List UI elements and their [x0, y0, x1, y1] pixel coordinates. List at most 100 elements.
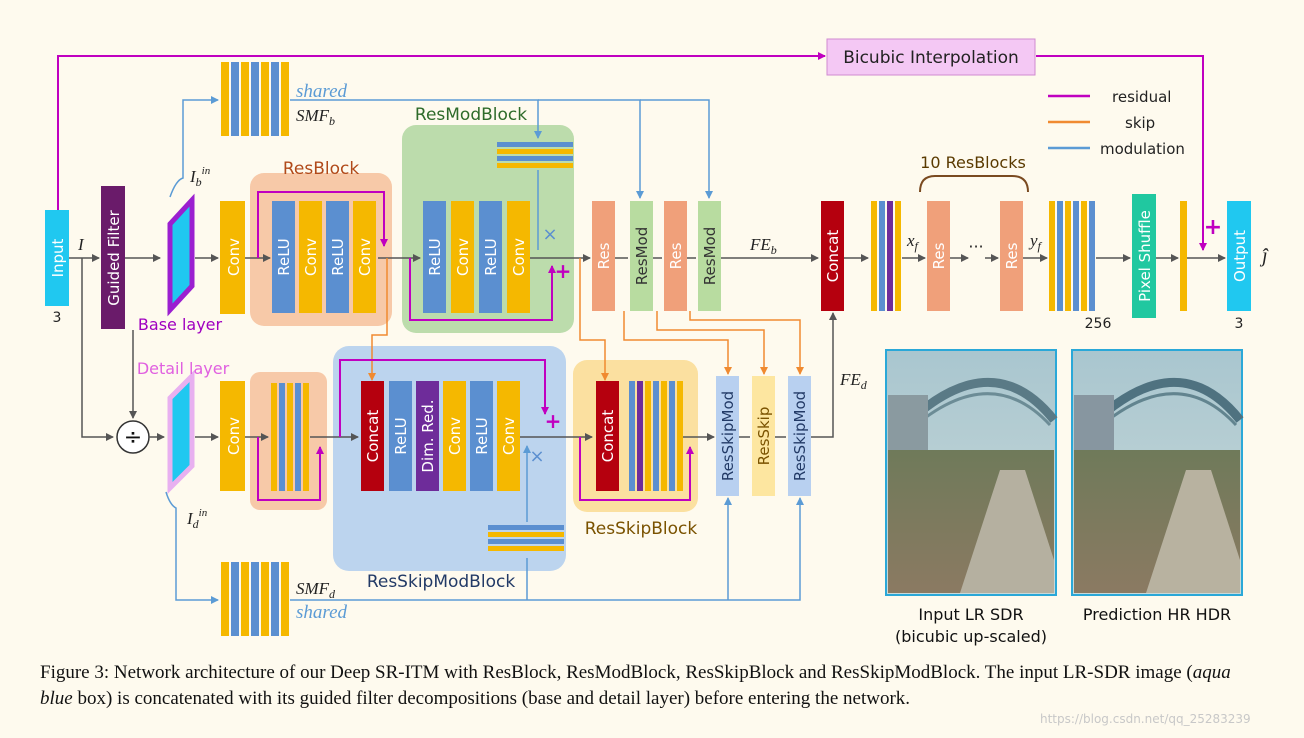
rsm-conv-1-label: Conv [446, 417, 464, 455]
res-1-label: Res [595, 242, 613, 269]
img1-caption-1: Input LR SDR [918, 605, 1023, 624]
resskipblock-title: ResSkipBlock [585, 519, 698, 539]
resmod-1 [630, 201, 653, 311]
img2-caption: Prediction HR HDR [1083, 605, 1231, 624]
rsm-conv-2-label: Conv [500, 417, 518, 455]
caption-emph: aqua blue [40, 662, 1231, 709]
resmod-conv-2 [507, 201, 530, 313]
res-2 [664, 201, 687, 311]
output-box [1227, 201, 1251, 311]
rsm-concat-label: Concat [364, 410, 382, 463]
rsm-relu-1-label: ReLU [392, 417, 410, 455]
img1-caption-2: (bicubic up-scaled) [895, 627, 1047, 646]
architecture-diagram: ResBlock ResModBlock ResSkipBlock ResSki… [45, 38, 1269, 646]
residual-line-output [1036, 55, 1207, 251]
resmod-relu-1-label: ReLU [426, 238, 444, 276]
resblock-conv-2-label: Conv [356, 238, 374, 276]
resmodblock-title: ResModBlock [415, 105, 527, 125]
figure-caption: Figure 3: Network architecture of our De… [40, 660, 1265, 712]
resskip-1-label: ResSkip [755, 407, 773, 466]
resmod-2-label: ResMod [701, 227, 719, 285]
res-f-2-label: Res [1003, 242, 1021, 269]
smf-d-label: SMFd [296, 579, 336, 601]
resmod-relu-1 [423, 201, 446, 313]
legend-residual: residual [1112, 88, 1171, 106]
rsm-relu-1 [389, 381, 412, 491]
id-in-label: Idin [186, 507, 208, 531]
resblock-conv-2 [353, 201, 376, 313]
dim-256: 256 [1085, 316, 1112, 332]
guided-filter-label: Guided Filter [105, 209, 123, 305]
xf-label: xf [906, 231, 920, 253]
res-f-1-label: Res [930, 242, 948, 269]
rsb-stack [629, 381, 683, 491]
input-label: Input [49, 238, 67, 277]
concat-top [821, 201, 844, 311]
prediction-hr-hdr-image [1071, 349, 1244, 596]
res-f-2 [1000, 201, 1023, 311]
rsm-relu-2 [470, 381, 493, 491]
divide-symbol: ÷ [124, 425, 142, 450]
rsm-times: × [529, 446, 544, 467]
res-2-label: Res [667, 242, 685, 269]
watermark: https://blog.csdn.net/qq_25283239 [1040, 712, 1251, 726]
resmod-conv-1-label: Conv [454, 238, 472, 276]
rsm-dimred-label: Dim. Red. [419, 399, 437, 472]
output-plus: + [1204, 215, 1222, 240]
smf-d-stack [221, 562, 289, 636]
I-label: I [77, 235, 85, 254]
pixel-shuffle-label: Pixel Shuffle [1136, 210, 1154, 302]
bicubic-box [826, 38, 1036, 76]
res-1 [592, 201, 615, 311]
post-concat-stack [871, 201, 901, 311]
smf-b-stack [221, 62, 289, 136]
rsm-conv-2 [497, 381, 520, 491]
resskipmod-1 [716, 376, 739, 496]
jhat-label: ĵ [1259, 245, 1269, 267]
fe-b-label: FEb [749, 235, 777, 257]
upsample-stack [1049, 201, 1095, 311]
conv-top-label: Conv [225, 238, 243, 276]
smf-b-label: SMFb [296, 106, 335, 128]
conv-top [220, 201, 245, 314]
resmod-relu-2 [479, 201, 502, 313]
legend-skip: skip [1125, 114, 1155, 132]
rsm-dimred [416, 381, 439, 491]
resblock-relu-1-label: ReLU [275, 238, 293, 276]
resmod-conv-1 [451, 201, 474, 313]
ib-in-label: Ibin [189, 165, 211, 189]
final-conv [1180, 201, 1187, 311]
resmod-1-label: ResMod [633, 227, 651, 285]
resblock-relu-2-label: ReLU [329, 238, 347, 276]
rsm-conv-1 [443, 381, 466, 491]
yf-label: yf [1028, 231, 1043, 253]
rsm-plus: + [545, 409, 562, 433]
resmod-relu-2-label: ReLU [482, 238, 500, 276]
rsm-concat [361, 381, 384, 491]
ellipsis: ··· [968, 237, 983, 256]
input-lr-sdr-image [885, 349, 1058, 596]
resblock-relu-1 [272, 201, 295, 313]
bicubic-label: Bicubic Interpolation [843, 48, 1019, 68]
resskipmodblock-title: ResSkipModBlock [367, 572, 516, 592]
rsb-concat-label: Concat [599, 410, 617, 463]
conv-bottom [220, 381, 245, 491]
base-layer-label: Base layer [138, 315, 223, 334]
conv-bottom-label: Conv [225, 417, 243, 455]
rsm-relu-2-label: ReLU [473, 417, 491, 455]
resmod-conv-2-label: Conv [510, 238, 528, 276]
resskipmod-1-label: ResSkipMod [719, 391, 737, 481]
resmod-2 [698, 201, 721, 311]
fe-d-label: FEd [839, 370, 868, 392]
rsb-concat [596, 381, 619, 491]
resblock-title: ResBlock [283, 159, 359, 179]
resmod-times: × [542, 224, 557, 245]
caption-prefix: Figure 3: Network architecture of our De… [40, 662, 1193, 683]
pixel-shuffle [1132, 194, 1156, 318]
output-dim: 3 [1235, 316, 1244, 332]
resskip-1 [752, 376, 775, 496]
base-layer-slab [167, 193, 195, 317]
shared-bottom: shared [296, 602, 348, 623]
guided-filter-box [101, 186, 125, 329]
resblock-conv-1-label: Conv [302, 238, 320, 276]
